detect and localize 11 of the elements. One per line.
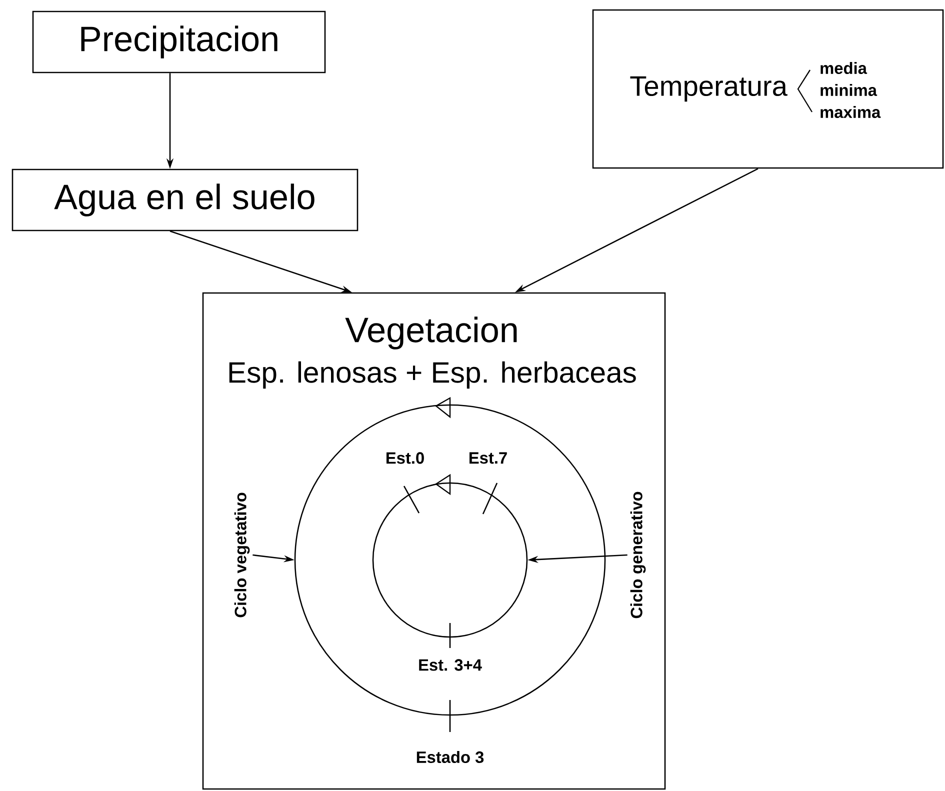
cycle-label: Ciclo vegetativo (234, 492, 250, 618)
stage-label: Estado 3 (416, 750, 484, 764)
cycle-circle (294, 404, 606, 716)
process-box: Precipitacion (32, 10, 326, 74)
stage-label: Est. 3+4 (419, 659, 482, 671)
cycle-circle (372, 482, 528, 638)
process-box: Agua en el suelo (12, 168, 358, 232)
cycle-label: Ciclo generativo (630, 492, 646, 618)
stage-label: Est.0 (386, 452, 424, 464)
factor-box: Temperatura media minima maxima (592, 9, 944, 169)
stage-label: Est.7 (470, 452, 507, 464)
